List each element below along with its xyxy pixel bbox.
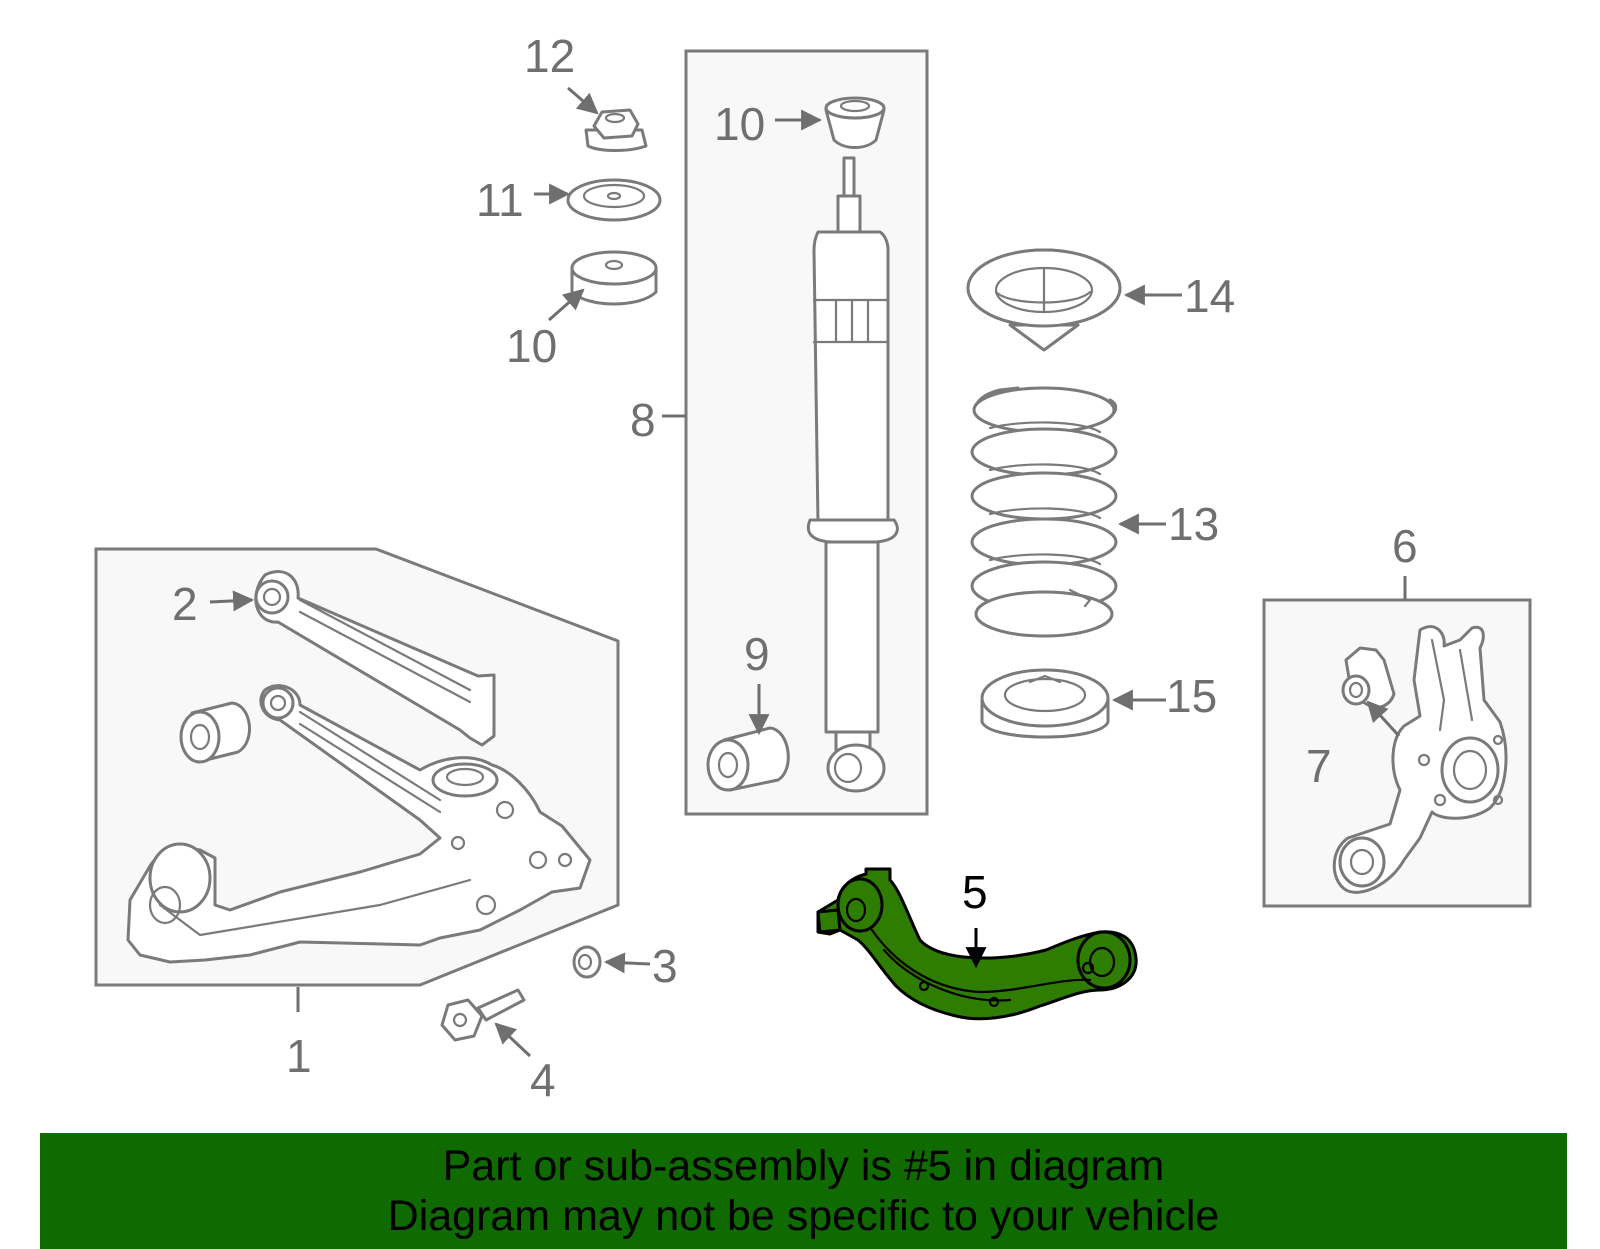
callout-10-upper: 10 [714, 98, 765, 150]
part-3-nut[interactable] [572, 945, 602, 979]
part-1-lower-control-arm[interactable] [126, 684, 592, 964]
part-5-control-arm-highlighted[interactable] [816, 867, 1138, 1021]
part-10-lower-mount[interactable] [570, 250, 658, 306]
callout-7: 7 [1306, 740, 1332, 792]
callout-10-lower: 10 [506, 320, 557, 372]
callout-4: 4 [530, 1054, 556, 1106]
banner-line-1: Part or sub-assembly is #5 in diagram [442, 1142, 1165, 1190]
callout-12: 12 [524, 30, 575, 82]
callout-1: 1 [286, 1030, 312, 1082]
part-15-lower-spring-seat[interactable] [980, 668, 1110, 739]
part-10-upper-mount[interactable] [824, 96, 886, 149]
callout-2: 2 [172, 578, 198, 630]
callout-8: 8 [630, 394, 656, 446]
callout-15: 15 [1166, 670, 1217, 722]
part-9-bushing[interactable] [706, 726, 790, 792]
callout-11: 11 [476, 174, 524, 226]
part-6-knuckle[interactable] [1332, 625, 1508, 894]
callout-6: 6 [1392, 520, 1418, 572]
part-12-nut[interactable] [584, 108, 648, 152]
callout-14: 14 [1184, 270, 1235, 322]
callout-5: 5 [962, 866, 988, 918]
callout-leaders [209, 86, 1401, 1058]
part-8-shock-absorber[interactable] [806, 156, 899, 793]
callout-13: 13 [1168, 498, 1219, 550]
part-2-upper-link[interactable] [254, 570, 496, 747]
part-11-washer[interactable] [566, 178, 662, 222]
part-4-bolt[interactable] [440, 988, 526, 1042]
banner-line-2: Diagram may not be specific to your vehi… [387, 1192, 1220, 1240]
callout-3: 3 [652, 940, 678, 992]
info-banner: Part or sub-assembly is #5 in diagram Di… [40, 1133, 1567, 1249]
part-14-upper-spring-seat[interactable] [966, 248, 1122, 352]
part-13-coil-spring[interactable] [970, 386, 1118, 638]
part-7-bushing[interactable] [1341, 646, 1396, 709]
bushing-in-box [179, 701, 251, 764]
callout-9: 9 [744, 628, 770, 680]
